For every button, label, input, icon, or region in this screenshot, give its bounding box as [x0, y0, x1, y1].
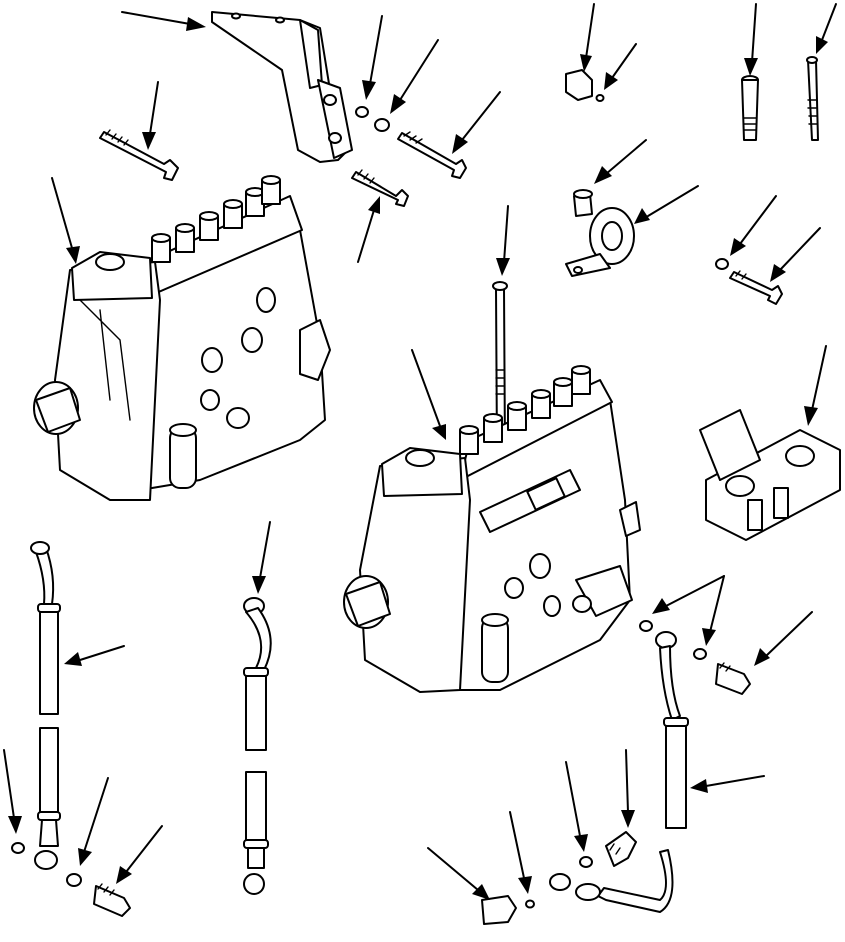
pump-mounting-bracket	[211, 11, 353, 163]
bracket-fasteners	[99, 106, 467, 207]
fuel-tube-center	[243, 597, 272, 895]
leader-arrows	[3, 3, 837, 900]
bolt-vertical	[741, 75, 759, 141]
banjo-fitting-top	[565, 69, 605, 102]
fuel-tube-lower-right	[481, 620, 751, 925]
fuel-injection-pump-lower	[343, 365, 641, 693]
fuel-tube-left	[11, 541, 131, 917]
fuel-injection-pump-upper	[33, 175, 331, 501]
hose-clamp	[565, 189, 635, 277]
clamp-bolt-washer	[715, 258, 783, 305]
long-stud-top-right	[806, 56, 819, 141]
pump-support-plate	[699, 409, 841, 541]
